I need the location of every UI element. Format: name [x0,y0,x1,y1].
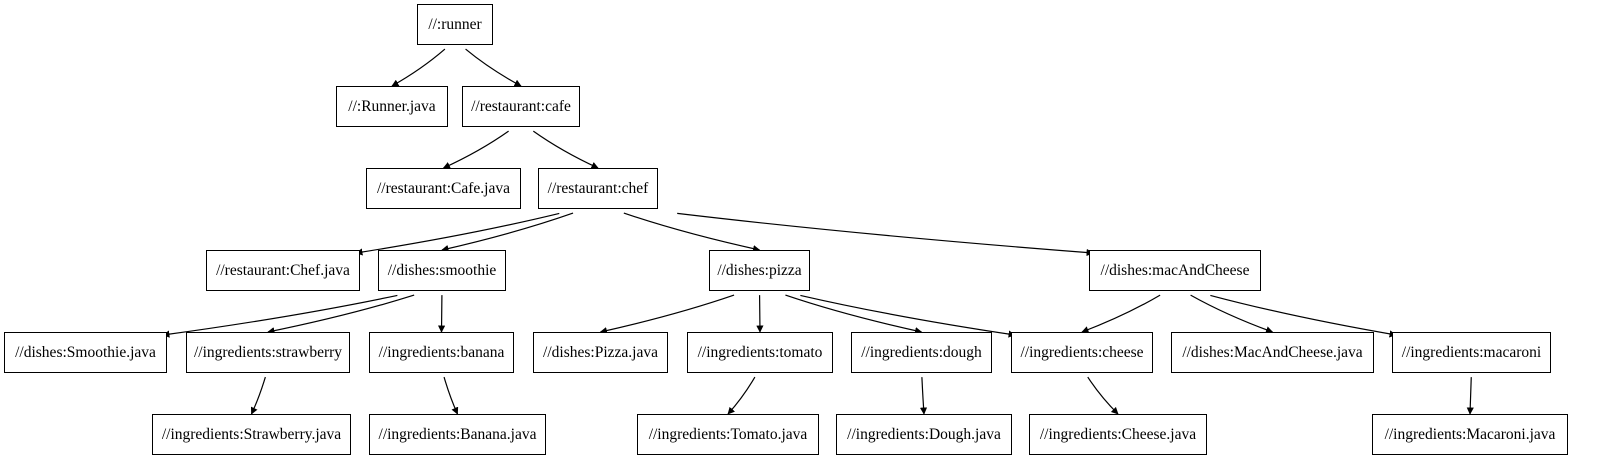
graph-edge-dishes-pizza-to-dishes-pizza-java [599,294,735,335]
graph-node-label: //restaurant:Cafe.java [377,179,510,197]
graph-edge-ing-tomato-to-ing-tomato-java [727,376,756,415]
graph-node-label: //dishes:Smoothie.java [15,343,156,361]
graph-node-ing-dough[interactable]: //ingredients:dough [851,332,992,373]
graph-node-label: //:Runner.java [348,97,436,115]
graph-node-ing-dough-java[interactable]: //ingredients:Dough.java [836,414,1012,455]
graph-edge-dishes-pizza-to-ing-dough [785,294,923,335]
graph-node-label: //ingredients:Macaroni.java [1384,425,1556,443]
graph-node-label: //restaurant:chef [547,179,649,197]
graph-node-ing-macaroni-java[interactable]: //ingredients:Macaroni.java [1372,414,1568,455]
graph-node-dishes-smoothie-java[interactable]: //dishes:Smoothie.java [4,332,167,373]
graph-node-ing-banana-java[interactable]: //ingredients:Banana.java [369,414,546,455]
graph-node-label: //ingredients:macaroni [1401,343,1542,361]
graph-node-ing-macaroni[interactable]: //ingredients:macaroni [1392,332,1551,373]
graph-node-restaurant-cafe[interactable]: //restaurant:cafe [462,86,580,127]
graph-node-label: //ingredients:Dough.java [847,425,1001,443]
edge-group [162,48,1474,415]
graph-node-label: //dishes:Pizza.java [543,343,658,361]
graph-node-dishes-smoothie[interactable]: //dishes:smoothie [378,250,506,291]
graph-node-label: //ingredients:Cheese.java [1039,425,1197,443]
graph-node-label: //ingredients:dough [861,343,982,361]
graph-node-label: //ingredients:Banana.java [378,425,537,443]
graph-edge-restaurant-chef-to-dishes-pizza [623,212,761,253]
graph-node-label: //ingredients:strawberry [193,343,343,361]
graph-node-label: //dishes:smoothie [387,261,497,279]
graph-node-label: //dishes:pizza [717,261,802,279]
graph-node-ing-strawberry-java[interactable]: //ingredients:Strawberry.java [152,414,351,455]
graph-edge-ing-cheese-to-ing-cheese-java [1087,376,1119,415]
graph-edge-dishes-pizza-to-ing-cheese [800,294,1016,338]
graph-node-label: //dishes:MacAndCheese.java [1182,343,1363,361]
graph-node-label: //ingredients:Strawberry.java [161,425,342,443]
graph-node-dishes-pizza[interactable]: //dishes:pizza [709,250,810,291]
graph-node-ing-tomato[interactable]: //ingredients:tomato [687,332,833,373]
graph-edge-dishes-smoothie-to-dishes-smoothie-java [162,294,398,338]
graph-edge-ing-strawberry-to-ing-strawberry-java [250,376,266,415]
graph-edge-ing-banana-to-ing-banana-java [443,376,459,415]
graph-node-ing-banana[interactable]: //ingredients:banana [369,332,514,373]
graph-edge-ing-macaroni-to-ing-macaroni-java [1466,377,1474,415]
graph-node-ing-tomato-java[interactable]: //ingredients:Tomato.java [637,414,819,455]
graph-node-label: //:runner [428,15,482,33]
graph-node-dishes-pizza-java[interactable]: //dishes:Pizza.java [533,332,668,373]
graph-node-ing-cheese[interactable]: //ingredients:cheese [1011,332,1153,373]
graph-edge-restaurant-chef-to-restaurant-chef-java [355,212,560,256]
graph-node-dishes-macandcheese[interactable]: //dishes:macAndCheese [1089,250,1261,291]
graph-edge-dishes-macandcheese-to-ing-macaroni [1210,294,1397,338]
graph-node-label: //restaurant:Chef.java [216,261,350,279]
graph-edge-dishes-macandcheese-to-dishes-macandcheese-java [1190,294,1274,334]
graph-node-dishes-macandcheese-java[interactable]: //dishes:MacAndCheese.java [1171,332,1374,373]
graph-node-restaurant-chef[interactable]: //restaurant:chef [538,168,658,209]
graph-node-restaurant-chef-java[interactable]: //restaurant:Chef.java [206,250,360,291]
graph-edge-dishes-smoothie-to-ing-strawberry [267,294,415,335]
graph-node-runner-java[interactable]: //:Runner.java [336,86,448,127]
graph-edge-runner-to-restaurant-cafe [465,48,522,87]
graph-node-label: //ingredients:tomato [697,343,823,361]
graph-edge-runner-to-runner-java [391,48,446,87]
graph-edge-dishes-macandcheese-to-ing-cheese [1081,294,1161,334]
graph-node-restaurant-cafe-java[interactable]: //restaurant:Cafe.java [366,168,521,209]
graph-edge-restaurant-chef-to-dishes-macandcheese [677,212,1094,257]
graph-node-runner[interactable]: //:runner [417,4,493,45]
graph-node-ing-strawberry[interactable]: //ingredients:strawberry [186,332,350,373]
graph-node-label: //restaurant:cafe [471,97,571,115]
graph-node-label: //dishes:macAndCheese [1100,261,1250,279]
graph-node-ing-cheese-java[interactable]: //ingredients:Cheese.java [1029,414,1207,455]
graph-edge-ing-dough-to-ing-dough-java [919,377,928,415]
graph-edge-restaurant-cafe-to-restaurant-chef [532,130,599,169]
graph-node-label: //ingredients:Tomato.java [648,425,808,443]
graph-edge-restaurant-cafe-to-restaurant-cafe-java [442,130,509,169]
graph-edge-restaurant-chef-to-dishes-smoothie [441,212,574,253]
graph-node-label: //ingredients:banana [378,343,505,361]
graph-node-label: //ingredients:cheese [1020,343,1144,361]
